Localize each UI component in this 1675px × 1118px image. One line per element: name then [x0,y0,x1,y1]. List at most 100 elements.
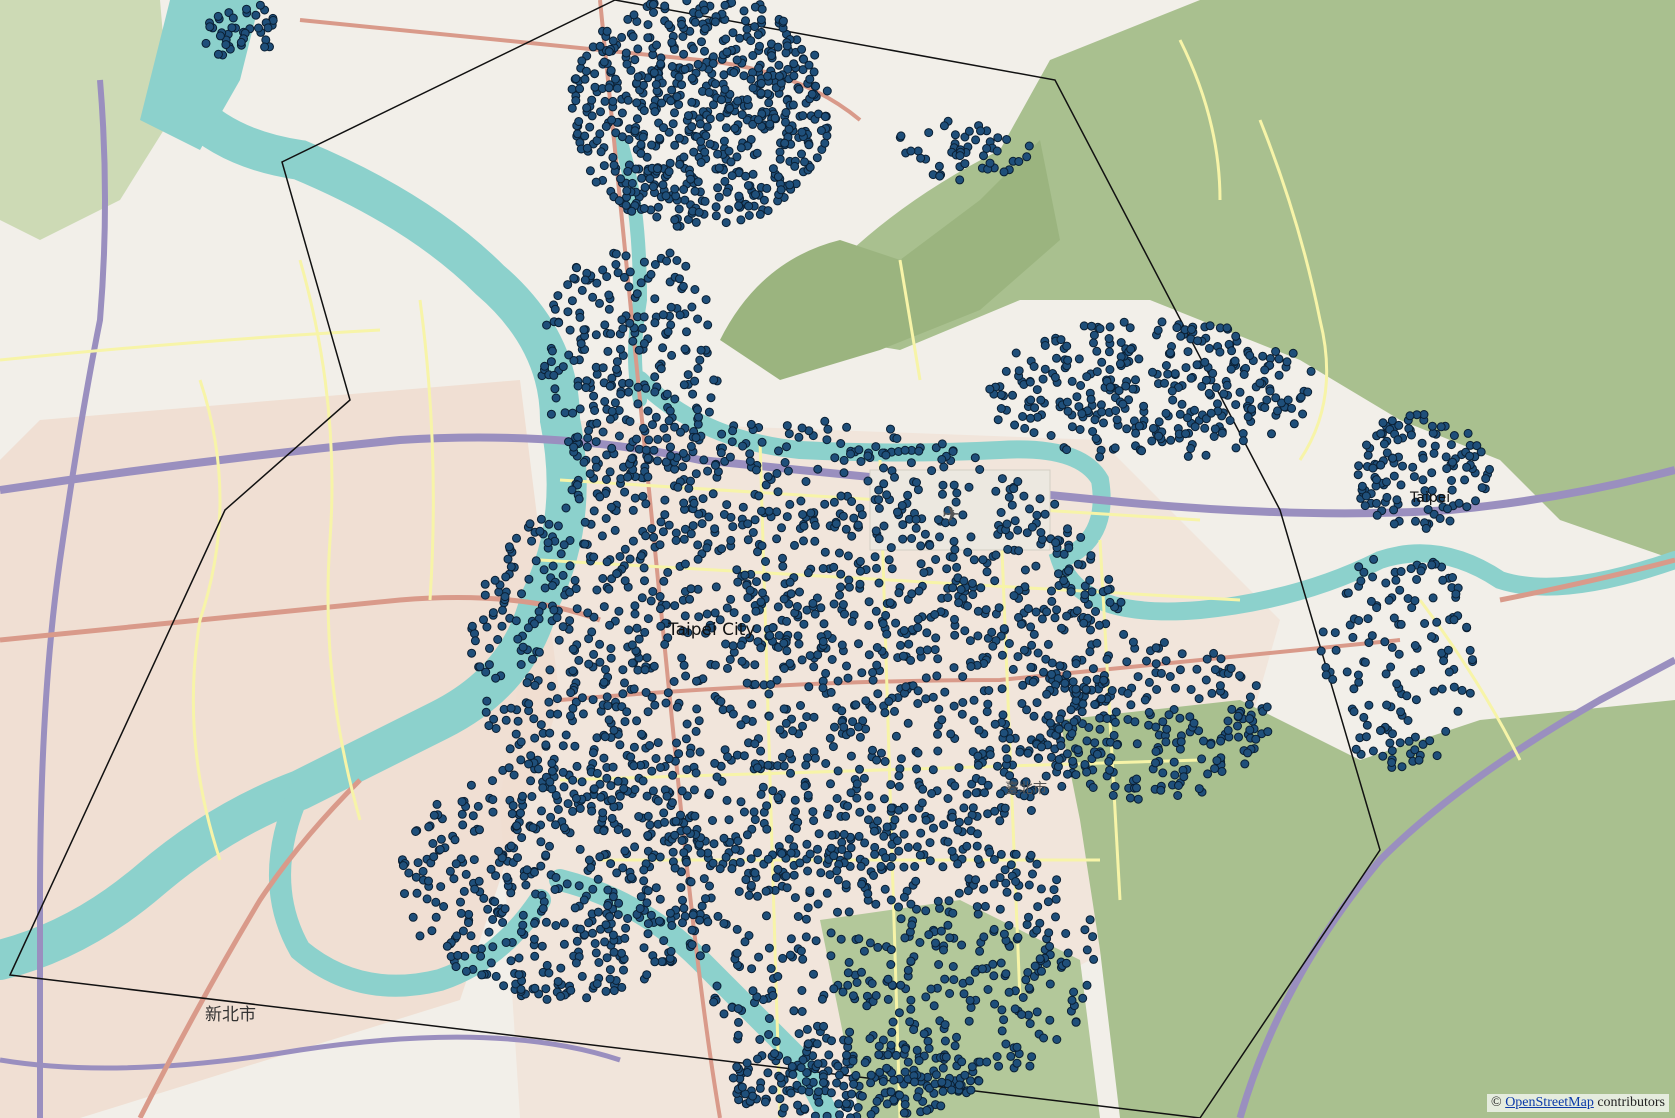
data-point [611,128,621,138]
data-point [647,766,657,776]
data-point [675,159,685,169]
data-point [1161,656,1171,666]
data-point [467,621,477,631]
data-point [1026,395,1036,405]
data-point [1090,415,1100,425]
data-point [494,846,504,856]
data-point [601,986,611,996]
data-point [1021,975,1031,985]
data-point [605,414,615,424]
data-point [1025,1019,1035,1029]
data-point [842,661,851,671]
data-point [865,938,875,948]
data-point [770,1049,779,1059]
data-point [464,918,473,928]
data-point [1033,902,1043,912]
data-point [728,709,738,719]
data-point [501,572,511,582]
data-point [1367,631,1377,641]
data-point [536,514,546,524]
data-point [600,732,610,742]
data-point [1376,460,1386,470]
data-point [1026,806,1036,815]
data-point [899,626,909,635]
data-point [1115,359,1125,369]
data-point [835,1110,844,1118]
data-point [970,453,980,463]
data-point [546,357,556,367]
data-point [431,897,441,907]
data-point [545,841,554,851]
data-point [898,534,908,544]
data-point [625,318,635,328]
data-point [960,626,970,636]
data-point [1097,407,1107,417]
data-point [814,1097,824,1107]
data-point [551,820,560,830]
data-point [790,540,799,550]
data-point [721,34,731,44]
data-point [971,788,981,798]
data-point [678,448,688,458]
data-point [648,786,658,796]
openstreetmap-link[interactable]: OpenStreetMap [1505,1095,1594,1110]
data-point [618,863,628,873]
data-point [775,154,785,164]
data-point [734,1017,743,1027]
data-point [680,524,690,534]
data-point [660,495,670,505]
data-point [506,956,516,966]
data-point [1029,629,1039,639]
data-point [704,407,714,417]
forest-area-se [1060,700,1675,1118]
data-point [544,968,554,978]
data-point [485,643,494,653]
data-point [890,472,899,482]
data-point [1209,648,1219,658]
data-point [1303,387,1313,397]
data-point [870,849,880,859]
data-point [1354,616,1364,625]
data-point [980,901,990,911]
data-point [577,971,587,981]
data-point [605,620,615,630]
data-point [482,696,492,706]
data-point [667,62,677,71]
data-point [1069,987,1079,997]
data-point [855,556,865,566]
data-point [1026,662,1036,672]
data-point [530,733,540,743]
data-point [739,807,749,817]
data-point [612,569,622,579]
data-point [910,1077,919,1087]
data-point [700,46,709,56]
data-point [965,636,975,646]
data-point [1018,680,1028,690]
data-point [512,533,521,543]
data-point [753,115,763,125]
data-point [412,888,422,898]
data-point [987,627,997,637]
data-point [598,574,608,583]
data-point [1361,732,1371,742]
data-point [972,902,982,912]
data-point [607,406,617,416]
data-point [973,829,982,839]
major-road-3 [598,0,722,1118]
data-point [1173,791,1183,800]
data-point [1386,662,1396,672]
data-point [659,423,669,433]
data-point [1227,704,1237,714]
data-point [1243,412,1253,422]
data-point [589,784,599,794]
data-point [522,865,532,875]
data-point [1202,654,1212,664]
data-point [1049,885,1059,895]
data-point [953,825,963,835]
data-point [568,703,578,713]
data-point [912,1045,922,1055]
data-point [639,106,649,116]
data-point [1183,347,1193,357]
